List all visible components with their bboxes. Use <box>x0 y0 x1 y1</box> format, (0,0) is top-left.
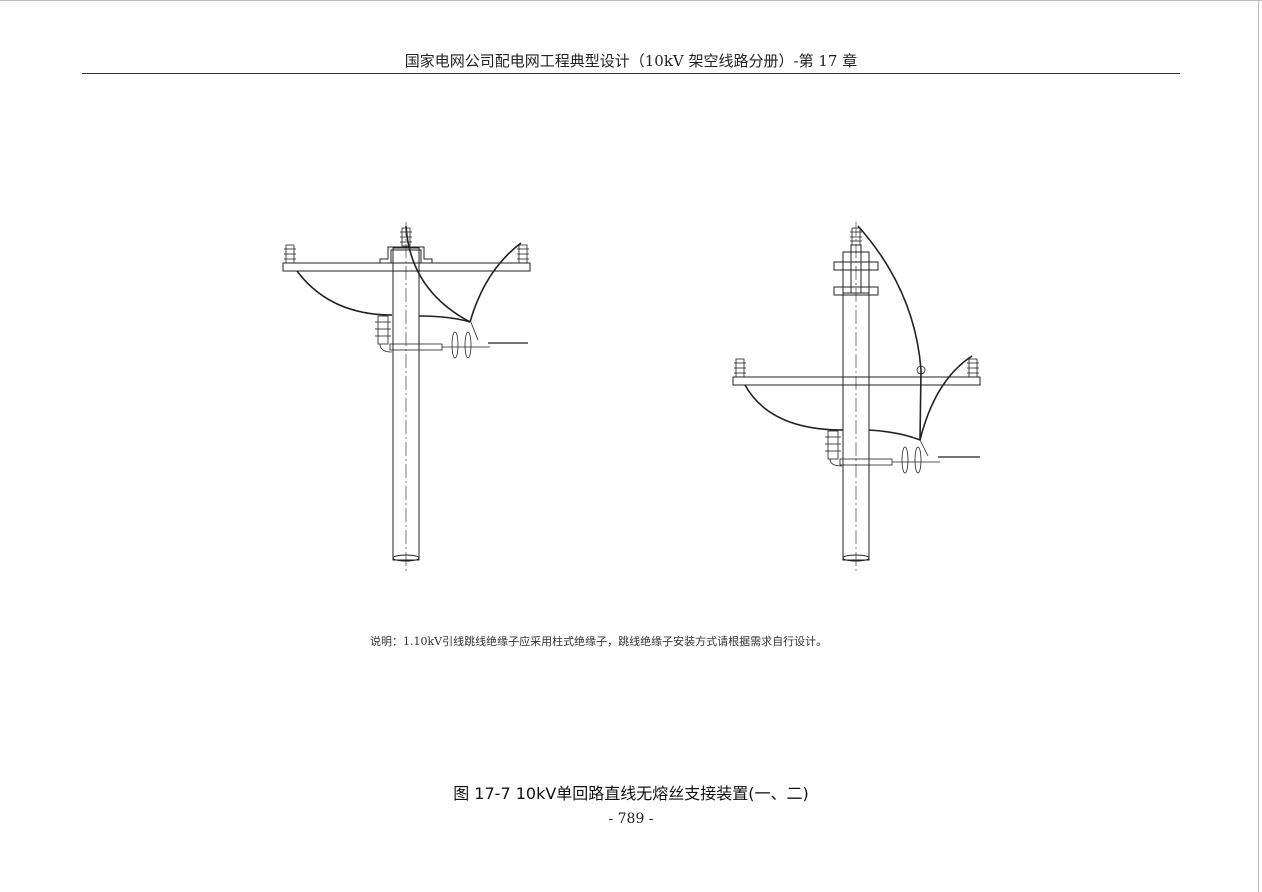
suspension-insulators <box>892 439 940 474</box>
pole-base <box>392 554 420 562</box>
page-border-top <box>0 0 1262 1</box>
pole <box>842 292 870 561</box>
post-insulator <box>825 430 843 467</box>
page-header: 国家电网公司配电网工程典型设计（10kV 架空线路分册）-第 17 章 <box>404 52 858 70</box>
insulator-left <box>284 244 296 264</box>
figure-caption: 图 17-7 10kV单回路直线无熔丝支接装置(一、二) <box>453 784 809 803</box>
crossarm <box>282 262 531 272</box>
post-insulator <box>375 315 393 353</box>
page-number: - 789 - <box>608 811 654 827</box>
crossarm <box>732 376 981 386</box>
suspension-insulators <box>442 319 490 359</box>
drawing-two <box>732 222 981 574</box>
upper-arm-2 <box>833 286 879 296</box>
insulator-left <box>734 358 746 378</box>
jumper-wires <box>744 225 973 441</box>
drawing-one <box>282 222 531 574</box>
insulator-right <box>517 244 529 264</box>
insulator-top <box>850 227 862 246</box>
jumper-wires <box>296 225 522 323</box>
bracket <box>389 343 443 351</box>
pole-base <box>842 554 870 562</box>
pole <box>392 247 420 561</box>
insulator-right <box>967 358 979 378</box>
page-border-right <box>1258 0 1259 892</box>
upper-arm-1 <box>833 261 879 271</box>
header-rule <box>82 73 1180 74</box>
bracket <box>839 458 893 466</box>
figure-note: 说明：1.10kV引线跳线绝缘子应采用柱式绝缘子，跳线绝缘子安装方式请根据需求自… <box>370 635 828 648</box>
pole-top-bracket <box>379 246 433 263</box>
